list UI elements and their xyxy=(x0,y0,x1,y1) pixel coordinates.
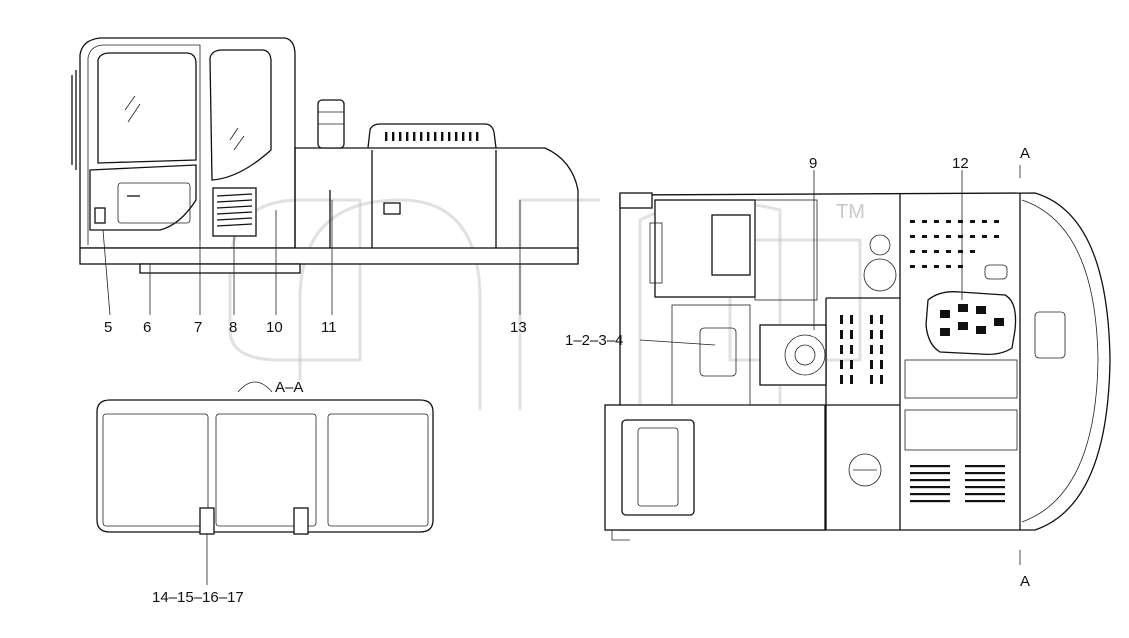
watermark-tm: TM xyxy=(836,201,865,223)
control-valve xyxy=(925,291,1017,356)
callout-1-4: 1–2–3–4 xyxy=(565,332,623,349)
top-view: A A xyxy=(565,145,1111,590)
section-view: A–A 14–15–16–17 xyxy=(96,379,434,606)
radiator-fins xyxy=(910,465,1005,503)
callout-13: 13 xyxy=(510,319,527,336)
callout-9: 9 xyxy=(809,155,817,172)
hood-slots xyxy=(385,132,479,141)
callout-11: 11 xyxy=(321,319,337,336)
callout-10: 10 xyxy=(266,319,283,336)
callout-14-17: 14–15–16–17 xyxy=(152,589,244,606)
callout-5: 5 xyxy=(104,319,112,336)
section-mark-bottom: A xyxy=(1020,573,1030,590)
callout-8: 8 xyxy=(229,319,237,336)
section-mark-top: A xyxy=(1020,145,1030,162)
engine-cover-perforations xyxy=(910,220,999,268)
callout-12: 12 xyxy=(952,155,969,172)
section-view-label: A–A xyxy=(275,379,303,396)
center-vent-slots xyxy=(840,315,883,384)
callout-6: 6 xyxy=(143,319,151,336)
side-view: 5 6 7 8 10 11 13 xyxy=(71,37,579,336)
vent-grille xyxy=(212,187,257,237)
callout-7: 7 xyxy=(194,319,202,336)
